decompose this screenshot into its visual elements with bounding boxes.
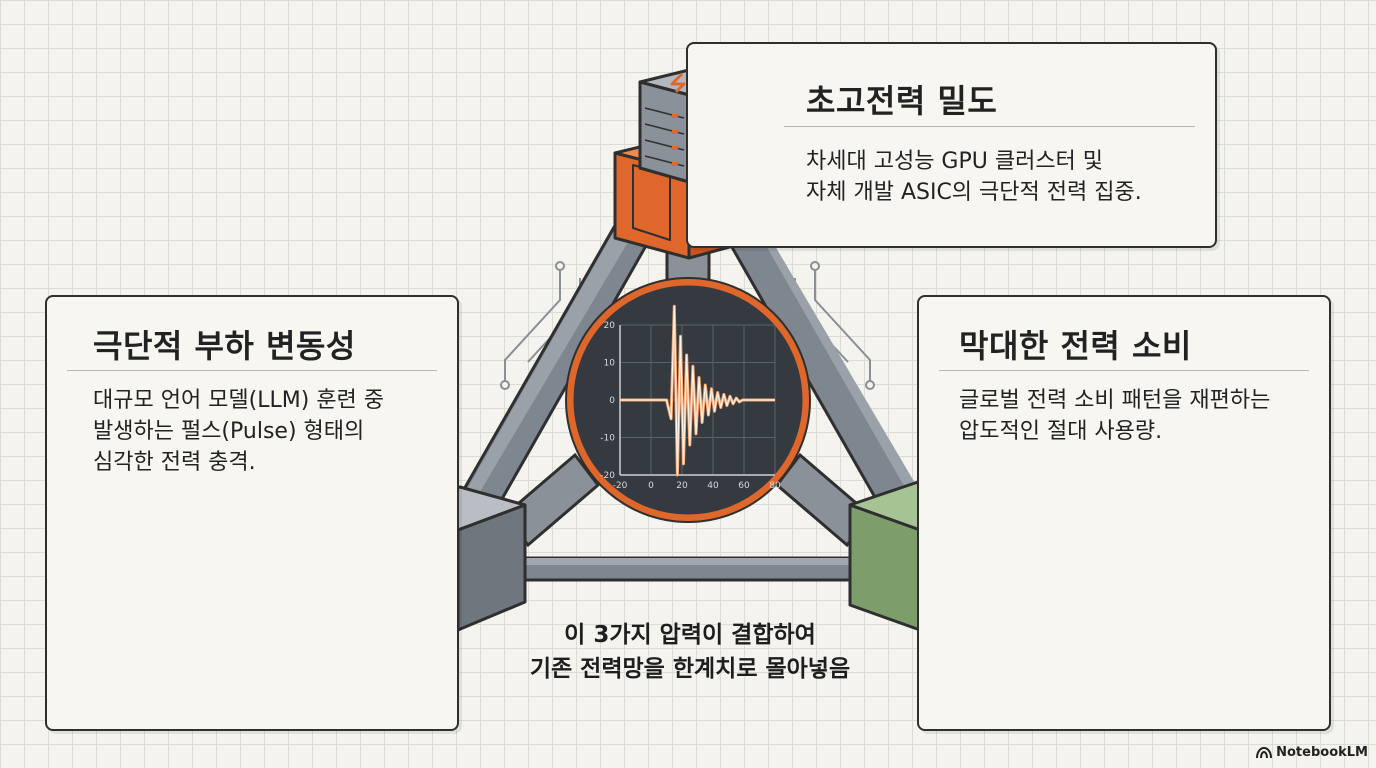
diagram-caption: 이 3가지 압력이 결합하여 기존 전력망을 한계치로 몰아넣음 bbox=[470, 618, 910, 686]
chart-x-tick-label: -20 bbox=[613, 481, 628, 491]
panel-text-line: 발생하는 펄스(Pulse) 형태의 bbox=[93, 419, 365, 444]
panel-divider bbox=[784, 126, 1195, 127]
panel-text-line: 압도적인 절대 사용량. bbox=[959, 419, 1163, 444]
panel-title: 극단적 부하 변동성 bbox=[93, 327, 356, 365]
chart-x-tick-label: 20 bbox=[676, 481, 688, 491]
caption-line: 이 3가지 압력이 결합하여 bbox=[564, 622, 816, 648]
panel-title: 막대한 전력 소비 bbox=[959, 327, 1192, 365]
chart-x-tick-label: 40 bbox=[707, 481, 719, 491]
chart-y-tick-label: 20 bbox=[604, 321, 616, 331]
brand-watermark: NotebookLM bbox=[1256, 745, 1368, 760]
chart-y-tick-label: 0 bbox=[609, 396, 615, 406]
panel-text-line: 차세대 고성능 GPU 클러스터 및 bbox=[806, 149, 1104, 174]
notebooklm-logo-icon bbox=[1256, 746, 1273, 758]
chart-y-tick-label: 10 bbox=[604, 359, 616, 369]
panel-text-line: 심각한 전력 충격. bbox=[93, 450, 256, 475]
panel-title: 초고전력 밀도 bbox=[806, 82, 998, 120]
chart-ticks: -20 0 20 40 60 80 20 10 0 -10 -20 bbox=[600, 321, 781, 491]
panel-text-line: 글로벌 전력 소비 패턴을 재편하는 bbox=[959, 388, 1271, 413]
center-chart: -20 0 20 40 60 80 20 10 0 -10 -20 bbox=[565, 277, 811, 523]
chart-x-tick-label: 80 bbox=[769, 481, 781, 491]
chart-y-tick-label: -20 bbox=[600, 471, 615, 481]
panel-text-line: 자체 개발 ASIC의 극단적 전력 집중. bbox=[806, 180, 1142, 205]
panel-power-consumption: 막대한 전력 소비 글로벌 전력 소비 패턴을 재편하는 압도적인 절대 사용량… bbox=[917, 295, 1331, 731]
brand-name: NotebookLM bbox=[1276, 745, 1368, 760]
panel-text-line: 대규모 언어 모델(LLM) 훈련 중 bbox=[93, 388, 385, 413]
panel-load-volatility: 극단적 부하 변동성 대규모 언어 모델(LLM) 훈련 중 발생하는 펄스(P… bbox=[45, 295, 459, 731]
panel-body: 글로벌 전력 소비 패턴을 재편하는 압도적인 절대 사용량. bbox=[959, 385, 1270, 447]
chart-x-tick-label: 60 bbox=[738, 481, 750, 491]
chart-x-tick-label: 0 bbox=[648, 481, 654, 491]
caption-line: 기존 전력망을 한계치로 몰아넣음 bbox=[529, 656, 851, 682]
panel-power-density: 초고전력 밀도 차세대 고성능 GPU 클러스터 및 자체 개발 ASIC의 극… bbox=[686, 42, 1217, 248]
triangle-beams bbox=[453, 178, 925, 582]
chart-series-line-core bbox=[620, 305, 775, 476]
panel-divider bbox=[67, 370, 437, 371]
panel-body: 대규모 언어 모델(LLM) 훈련 중 발생하는 펄스(Pulse) 형태의 심… bbox=[93, 385, 384, 478]
chart-y-tick-label: -10 bbox=[600, 434, 615, 444]
panel-body: 차세대 고성능 GPU 클러스터 및 자체 개발 ASIC의 극단적 전력 집중… bbox=[806, 146, 1142, 208]
panel-divider bbox=[939, 370, 1309, 371]
